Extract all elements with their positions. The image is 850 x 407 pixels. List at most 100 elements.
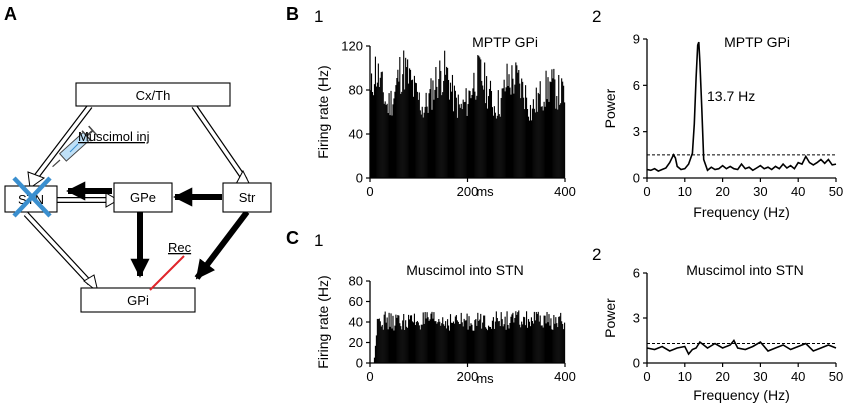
histogram-bin bbox=[527, 319, 530, 363]
histogram-bin bbox=[480, 59, 482, 178]
histogram-bin bbox=[561, 78, 563, 178]
histogram-bin bbox=[556, 96, 558, 178]
histogram-bin bbox=[540, 106, 542, 178]
node-gpe bbox=[113, 182, 173, 213]
histogram-bin bbox=[526, 327, 529, 363]
muscimol-label: Muscimol inj bbox=[78, 129, 150, 144]
histogram-bin bbox=[501, 88, 503, 178]
histogram-bin bbox=[539, 81, 541, 178]
histogram-bin bbox=[458, 104, 460, 178]
x-tick-label: 30 bbox=[753, 184, 767, 199]
histogram-bin bbox=[450, 322, 453, 363]
histogram-bin bbox=[428, 93, 430, 178]
histogram-bin bbox=[435, 66, 437, 178]
histogram-bin bbox=[451, 322, 454, 363]
histogram-bin bbox=[560, 103, 562, 178]
histogram-bin bbox=[386, 317, 388, 363]
histogram-bin bbox=[533, 108, 535, 178]
histogram-bin bbox=[416, 91, 418, 178]
y-tick-label: 0 bbox=[356, 356, 363, 371]
chart-title: Muscimol into STN bbox=[406, 262, 523, 278]
histogram-bin bbox=[441, 95, 443, 178]
histogram-bin bbox=[528, 120, 531, 178]
y-tick-label: 80 bbox=[349, 274, 363, 289]
histogram-bin bbox=[433, 312, 435, 363]
histogram-bin bbox=[531, 108, 533, 178]
histogram-bin bbox=[511, 65, 513, 178]
histogram-bin bbox=[516, 314, 518, 363]
histogram-bin bbox=[403, 313, 405, 363]
histogram-bin bbox=[385, 322, 387, 363]
histogram-bin bbox=[421, 106, 423, 178]
histogram-bin bbox=[495, 118, 497, 178]
histogram-bin bbox=[371, 92, 374, 178]
histogram-bin bbox=[488, 88, 491, 178]
histogram-bin bbox=[408, 83, 410, 178]
histogram-bin bbox=[554, 79, 556, 178]
histogram-bin bbox=[542, 327, 544, 363]
histogram-bin bbox=[409, 69, 412, 178]
histogram-bin bbox=[530, 317, 532, 363]
panel-c1-number: 1 bbox=[314, 231, 323, 250]
histogram-bin bbox=[481, 328, 483, 363]
histogram-bin bbox=[483, 315, 485, 363]
histogram-bin bbox=[456, 117, 458, 178]
x-tick-label: 400 bbox=[554, 184, 576, 199]
histogram-bin bbox=[495, 311, 497, 363]
histogram-bin bbox=[557, 327, 559, 363]
histogram-bin bbox=[520, 327, 522, 363]
histogram-bin bbox=[487, 96, 490, 178]
histogram-bin bbox=[512, 312, 514, 363]
histogram-bin bbox=[391, 328, 393, 363]
y-axis-label: Power bbox=[602, 298, 618, 338]
x-axis-label: Frequency (Hz) bbox=[693, 387, 789, 403]
histogram-bin bbox=[503, 79, 505, 178]
arrow-str-to-gpi bbox=[194, 210, 250, 280]
histogram-bin bbox=[470, 323, 472, 363]
histogram-bin bbox=[561, 321, 563, 363]
y-tick-label: 120 bbox=[341, 39, 363, 54]
histogram-bin bbox=[454, 316, 456, 363]
histogram-bin bbox=[442, 92, 444, 178]
histogram-bin bbox=[409, 319, 411, 363]
histogram-bin bbox=[562, 81, 564, 178]
histogram-bin bbox=[529, 326, 532, 363]
histogram-bin bbox=[429, 319, 431, 363]
histogram-bin bbox=[539, 315, 541, 363]
panel-c2-number: 2 bbox=[592, 245, 601, 264]
histogram-bin bbox=[526, 109, 529, 178]
histogram-bin bbox=[420, 114, 422, 178]
histogram-bin bbox=[527, 116, 530, 178]
histogram-bin bbox=[401, 91, 403, 178]
histogram-bin bbox=[555, 108, 557, 178]
histogram-bin bbox=[485, 327, 487, 363]
histogram-bin bbox=[406, 326, 408, 363]
histogram-bin bbox=[411, 321, 414, 363]
histogram-bin bbox=[432, 80, 434, 178]
histogram-bin bbox=[509, 87, 511, 178]
y-tick-label: 20 bbox=[349, 335, 363, 350]
histogram-bin bbox=[415, 83, 417, 178]
histogram-bin bbox=[405, 57, 407, 178]
histogram-bin bbox=[448, 330, 451, 363]
histogram-bin bbox=[455, 97, 457, 178]
histogram-bin bbox=[397, 315, 399, 363]
y-tick-label: 80 bbox=[349, 83, 363, 98]
histogram-bin bbox=[466, 115, 468, 178]
histogram-bin bbox=[456, 320, 458, 363]
histogram-bin bbox=[393, 330, 395, 363]
histogram-bin bbox=[560, 312, 562, 363]
histogram-bin bbox=[504, 316, 506, 363]
histogram-bin bbox=[400, 326, 402, 363]
histogram-bin bbox=[394, 325, 396, 363]
histogram-bin bbox=[402, 74, 404, 178]
histogram-bin bbox=[383, 314, 385, 363]
histogram-bin bbox=[563, 329, 565, 363]
node-gpe-label: GPe bbox=[130, 190, 156, 205]
histogram-bin bbox=[426, 312, 428, 363]
histogram-bin bbox=[533, 311, 535, 363]
node-gpi-label: GPi bbox=[127, 293, 149, 308]
histogram-bin bbox=[428, 320, 430, 363]
histogram-bin bbox=[384, 311, 386, 363]
